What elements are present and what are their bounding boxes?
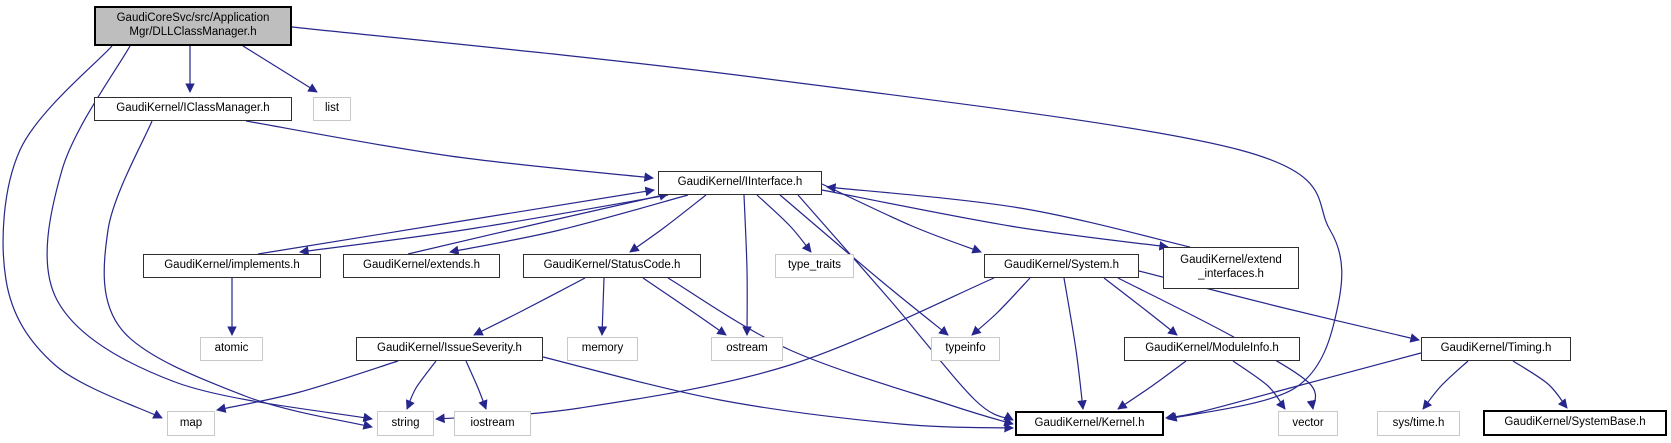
- edge-statuscode-ostream: [642, 277, 727, 336]
- edge-implements-iinterface: [257, 186, 655, 255]
- edge-iinterface-kernel: [797, 194, 1014, 421]
- graph-node-map: map: [167, 411, 215, 436]
- edge-iinterface-extends: [449, 194, 689, 256]
- edge-statuscode-kernel: [667, 277, 1014, 427]
- edge-issueseverity-kernel: [542, 356, 1014, 433]
- edge-iinterface-implements: [299, 194, 669, 256]
- graph-node-memory: memory: [567, 337, 638, 361]
- edge-issueseverity-iostream: [465, 360, 488, 410]
- graph-node-statuscode[interactable]: GaudiKernel/StatusCode.h: [523, 254, 701, 278]
- edge-timing-systembase: [1512, 360, 1568, 409]
- edge-moduleinfo-kernel: [1117, 360, 1187, 410]
- edge-iclassmanager-iinterface: [245, 120, 654, 182]
- edge-statuscode-memory: [597, 277, 608, 336]
- edge-issueseverity-map: [216, 360, 399, 413]
- graph-node-extends[interactable]: GaudiKernel/extends.h: [343, 254, 500, 278]
- edge-iinterface-extendinterfaces: [821, 189, 1169, 251]
- graph-node-typeinfo: typeinfo: [931, 337, 1000, 361]
- edge-extends-iinterface: [407, 191, 669, 255]
- edge-extendinterfaces-iinterface: [826, 183, 1191, 248]
- edge-dll-map: [2, 45, 163, 419]
- edge-moduleinfo-vector: [1232, 360, 1286, 410]
- graph-node-ostream: ostream: [711, 337, 783, 361]
- graph-node-extendinterfaces[interactable]: GaudiKernel/extend _interfaces.h: [1163, 247, 1299, 289]
- graph-node-vector: vector: [1278, 411, 1338, 436]
- graph-node-system[interactable]: GaudiKernel/System.h: [984, 254, 1139, 278]
- edge-system-kernel: [1063, 277, 1087, 410]
- edge-group: [2, 26, 1568, 433]
- graph-node-iostream: iostream: [454, 411, 531, 436]
- graph-node-iclassmanager[interactable]: GaudiKernel/IClassManager.h: [94, 97, 292, 121]
- edge-system-moduleinfo: [1103, 277, 1178, 336]
- edge-system-typeinfo: [971, 277, 1031, 336]
- edge-issueseverity-string: [405, 360, 437, 410]
- graph-node-dll: GaudiCoreSvc/src/Application Mgr/DLLClas…: [94, 6, 292, 46]
- graph-node-systime: sys/time.h: [1377, 411, 1460, 436]
- graph-node-systembase[interactable]: GaudiKernel/SystemBase.h: [1483, 410, 1667, 436]
- edge-iinterface-statuscode: [629, 194, 707, 253]
- graph-node-typetraits: type_traits: [775, 254, 854, 278]
- graph-node-timing[interactable]: GaudiKernel/Timing.h: [1421, 337, 1571, 361]
- edge-timing-kernel: [1165, 352, 1422, 422]
- edge-iinterface-typetraits: [756, 194, 812, 253]
- graph-node-atomic: atomic: [200, 337, 263, 361]
- edge-statuscode-issueseverity: [473, 277, 586, 336]
- edge-dll-kernel: [291, 26, 1343, 422]
- edge-iinterface-ostream: [742, 194, 752, 336]
- graph-node-kernel[interactable]: GaudiKernel/Kernel.h: [1015, 411, 1164, 436]
- graph-node-iinterface[interactable]: GaudiKernel/IInterface.h: [658, 171, 822, 195]
- graph-node-string: string: [377, 411, 434, 436]
- graph-node-list: list: [313, 97, 351, 121]
- graph-node-moduleinfo[interactable]: GaudiKernel/ModuleInfo.h: [1124, 337, 1300, 361]
- edge-timing-systime: [1422, 360, 1469, 410]
- edge-dll-list: [242, 45, 318, 93]
- graph-node-implements[interactable]: GaudiKernel/implements.h: [143, 254, 321, 278]
- edge-iclassmanager-string: [103, 120, 373, 430]
- edge-iinterface-typeinfo: [779, 194, 949, 336]
- graph-node-issueseverity[interactable]: GaudiKernel/IssueSeverity.h: [356, 337, 543, 361]
